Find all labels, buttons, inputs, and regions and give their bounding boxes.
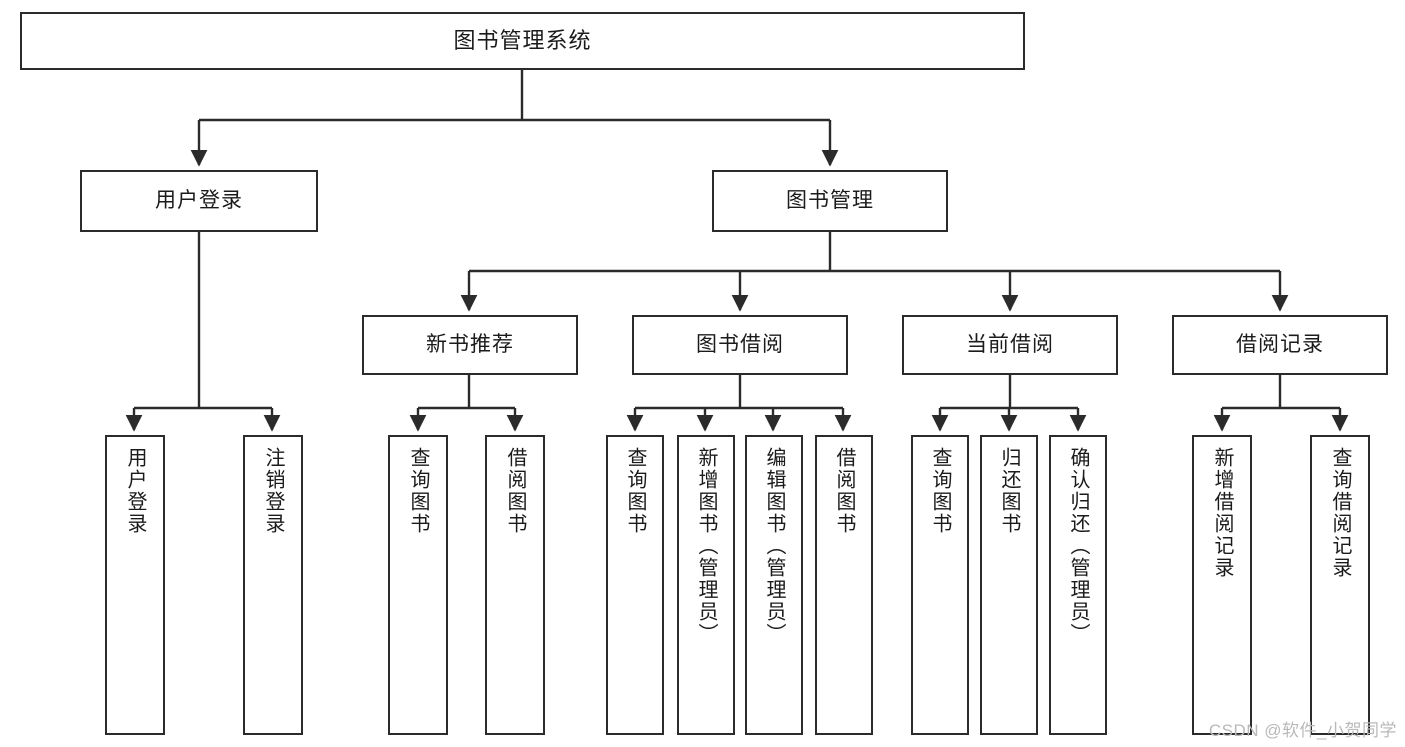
node-label: 图书管理系统 — [453, 28, 592, 54]
leaf-user-login-logout[interactable]: 注销登录 — [243, 435, 303, 735]
node-label: 新书推荐 — [426, 332, 514, 356]
node-user-login[interactable]: 用户登录 — [80, 170, 318, 232]
node-label: 借阅图书 — [504, 447, 526, 535]
leaf-current-borrow-confirm-return-admin[interactable]: 确认归还（管理员） — [1049, 435, 1107, 735]
leaf-current-borrow-query-book[interactable]: 查询图书 — [911, 435, 969, 735]
node-label: 新增图书（管理员） — [695, 447, 717, 645]
leaf-new-book-query-book[interactable]: 查询图书 — [388, 435, 448, 735]
leaf-borrow-record-add-record[interactable]: 新增借阅记录 — [1192, 435, 1252, 735]
node-book-management[interactable]: 图书管理 — [712, 170, 948, 232]
node-label: 新增借阅记录 — [1211, 447, 1233, 579]
node-label: 图书管理 — [786, 188, 874, 212]
node-label: 查询图书 — [624, 447, 646, 535]
leaf-new-book-borrow-book[interactable]: 借阅图书 — [485, 435, 545, 735]
leaf-borrow-record-query-record[interactable]: 查询借阅记录 — [1310, 435, 1370, 735]
node-label: 用户登录 — [155, 188, 243, 212]
node-label: 借阅记录 — [1236, 332, 1324, 356]
watermark-text: CSDN @软件_小贺同学 — [1208, 721, 1397, 740]
node-label: 查询图书 — [407, 447, 429, 535]
leaf-book-borrow-add-book-admin[interactable]: 新增图书（管理员） — [677, 435, 735, 735]
leaf-user-login-login[interactable]: 用户登录 — [105, 435, 165, 735]
node-label: 查询借阅记录 — [1329, 447, 1351, 579]
node-label: 查询图书 — [929, 447, 951, 535]
node-current-borrow[interactable]: 当前借阅 — [902, 315, 1118, 375]
node-label: 注销登录 — [262, 447, 284, 535]
node-label: 当前借阅 — [966, 332, 1054, 356]
node-label: 编辑图书（管理员） — [763, 447, 785, 645]
node-book-borrow[interactable]: 图书借阅 — [632, 315, 848, 375]
node-label: 图书借阅 — [696, 332, 784, 356]
leaf-book-borrow-borrow-book[interactable]: 借阅图书 — [815, 435, 873, 735]
node-label: 归还图书 — [998, 447, 1020, 535]
node-borrow-record[interactable]: 借阅记录 — [1172, 315, 1388, 375]
leaf-current-borrow-return-book[interactable]: 归还图书 — [980, 435, 1038, 735]
node-label: 借阅图书 — [833, 447, 855, 535]
leaf-book-borrow-query-book[interactable]: 查询图书 — [606, 435, 664, 735]
node-label: 用户登录 — [124, 447, 146, 535]
node-root-book-management-system[interactable]: 图书管理系统 — [20, 12, 1025, 70]
leaf-book-borrow-edit-book-admin[interactable]: 编辑图书（管理员） — [745, 435, 803, 735]
node-new-book-recommend[interactable]: 新书推荐 — [362, 315, 578, 375]
node-label: 确认归还（管理员） — [1067, 447, 1089, 645]
